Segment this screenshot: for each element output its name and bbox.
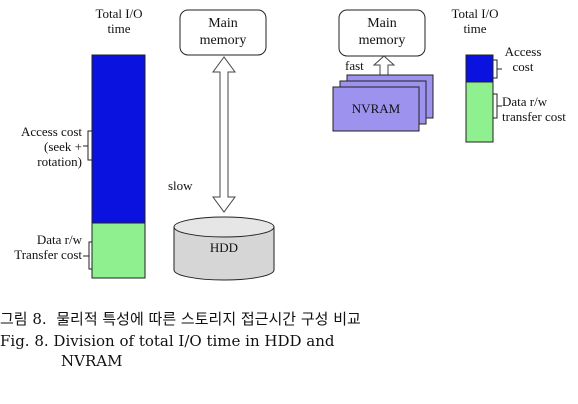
- hdd-cylinder: [173, 216, 275, 281]
- left-main-memory-label: Main memory: [199, 16, 247, 48]
- left-access-cost-bar: [91, 54, 146, 224]
- right-transfer-cost-label: Data r/w transfer cost: [502, 94, 566, 124]
- left-transfer-cost-bar: [91, 222, 146, 279]
- left-slow-double-arrow: [212, 56, 236, 213]
- diagram-canvas: [83, 9, 502, 281]
- left-slow-label: slow: [168, 178, 193, 193]
- nvram-label: NVRAM: [351, 101, 401, 116]
- left-total-io-time-label: Total I/O time: [95, 6, 143, 36]
- caption-english-line2: NVRAM: [61, 352, 123, 370]
- left-access-brace: [83, 130, 92, 161]
- right-access-brace: [493, 59, 502, 79]
- left-transfer-brace: [83, 241, 92, 270]
- right-main-memory-label: Main memory: [358, 16, 406, 48]
- right-access-cost-bar: [465, 54, 494, 83]
- right-main-memory-box: [338, 9, 426, 57]
- right-transfer-cost-bar: [465, 81, 494, 143]
- right-total-io-time-label: Total I/O time: [451, 6, 499, 36]
- right-transfer-brace: [493, 93, 502, 119]
- right-access-cost-label: Access cost: [504, 44, 542, 74]
- caption-english-line1: Fig. 8. Division of total I/O time in HD…: [0, 332, 335, 350]
- nvram-stack: [332, 74, 434, 132]
- left-main-memory-box: [179, 9, 267, 56]
- caption-korean: 그림 8. 물리적 특성에 따른 스토리지 접근시간 구성 비교: [0, 310, 361, 328]
- left-transfer-cost-label: Data r/w Transfer cost: [14, 232, 82, 262]
- right-fast-label: fast: [345, 58, 364, 73]
- left-access-cost-label: Access cost (seek + rotation): [20, 124, 82, 169]
- hdd-label: HDD: [209, 240, 239, 255]
